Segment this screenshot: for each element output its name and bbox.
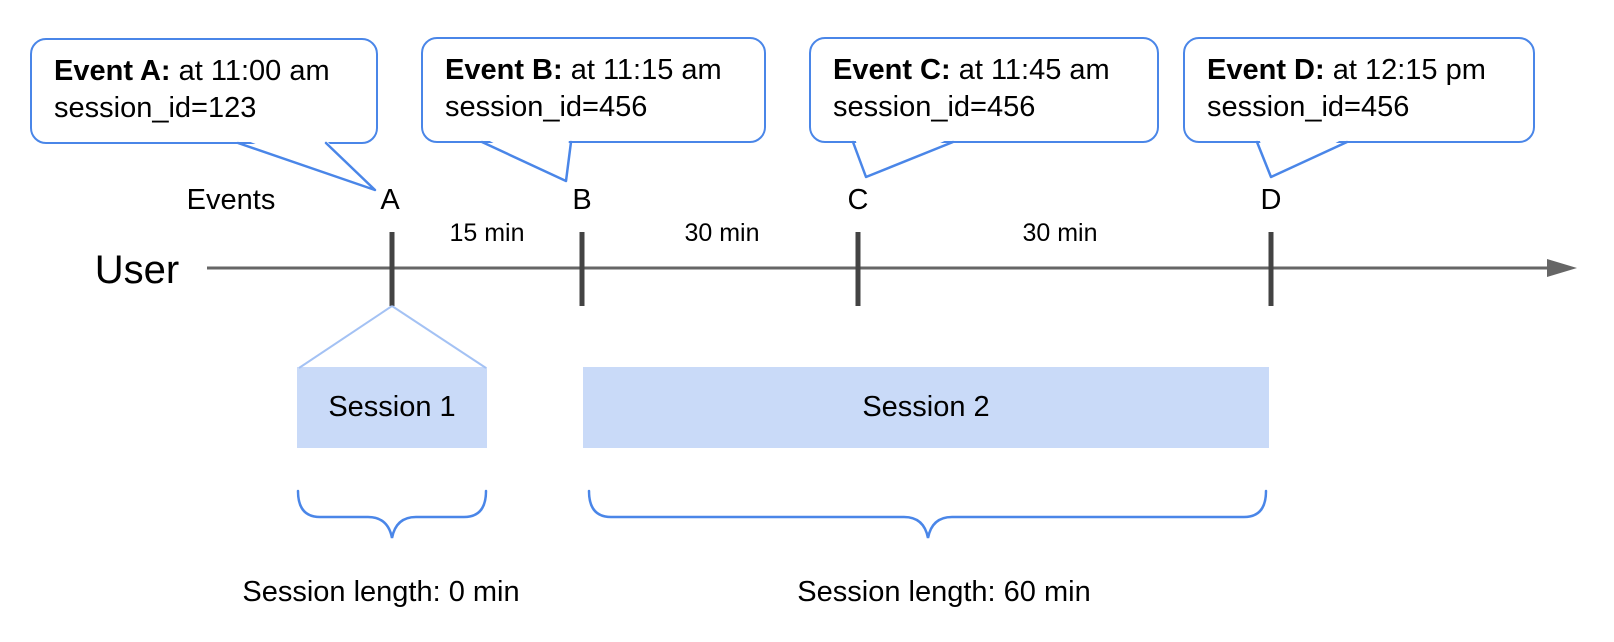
callout-tail-d (1255, 138, 1349, 179)
event-mark-a: A (380, 184, 400, 216)
callout-event-d-session-id: session_id=456 (1207, 91, 1410, 123)
event-mark-d: D (1260, 184, 1282, 216)
callout-event-b-session-id: session_id=456 (445, 91, 648, 123)
callout-event-d: Event D: at 12:15 pm session_id=456 (1183, 37, 1535, 143)
callout-event-d-time: at 12:15 pm (1324, 54, 1486, 86)
timeline-arrowhead-icon (1547, 259, 1577, 277)
interval-label-a-b: 15 min (449, 219, 525, 247)
callout-event-a: Event A: at 11:00 am session_id=123 (30, 38, 378, 144)
callout-event-d-line1: Event D: at 12:15 pm (1207, 52, 1533, 89)
session-1-label: Session 1 (328, 391, 456, 423)
interval-label-c-d: 30 min (1022, 219, 1098, 247)
callout-event-a-title: Event A: (54, 55, 171, 87)
session-2-label: Session 2 (862, 391, 990, 423)
interval-label-b-c: 30 min (684, 219, 760, 247)
callout-tail-b (480, 138, 573, 183)
session-1-length-label: Session length: 0 min (242, 576, 520, 608)
callout-tail-a (236, 138, 377, 192)
events-label: Events (186, 184, 276, 216)
callout-event-b-time: at 11:15 am (562, 54, 722, 86)
brace-session-2 (587, 489, 1268, 539)
callout-event-c-session-id: session_id=456 (833, 91, 1036, 123)
callout-event-c: Event C: at 11:45 am session_id=456 (809, 37, 1159, 143)
callout-event-a-line1: Event A: at 11:00 am (54, 53, 376, 90)
callout-event-b-title: Event B: (445, 54, 563, 86)
event-mark-b: B (572, 184, 592, 216)
callout-event-c-time: at 11:45 am (950, 54, 1110, 86)
session-2-box: Session 2 (583, 367, 1269, 448)
brace-session-1 (296, 489, 488, 539)
callout-event-b-line1: Event B: at 11:15 am (445, 52, 764, 89)
session-1-box: Session 1 (297, 367, 487, 448)
event-mark-c: C (847, 184, 869, 216)
callout-event-c-title: Event C: (833, 54, 951, 86)
callout-event-a-time: at 11:00 am (170, 55, 330, 87)
funnel-line-right (391, 305, 487, 369)
session-2-length-label: Session length: 60 min (797, 576, 1091, 608)
callout-event-b: Event B: at 11:15 am session_id=456 (421, 37, 766, 143)
user-label: User (94, 248, 180, 292)
callout-event-a-session-id: session_id=123 (54, 92, 257, 124)
funnel-line-left (298, 305, 393, 369)
callout-tail-c (851, 138, 955, 179)
callout-event-c-line1: Event C: at 11:45 am (833, 52, 1157, 89)
callout-event-d-title: Event D: (1207, 54, 1325, 86)
